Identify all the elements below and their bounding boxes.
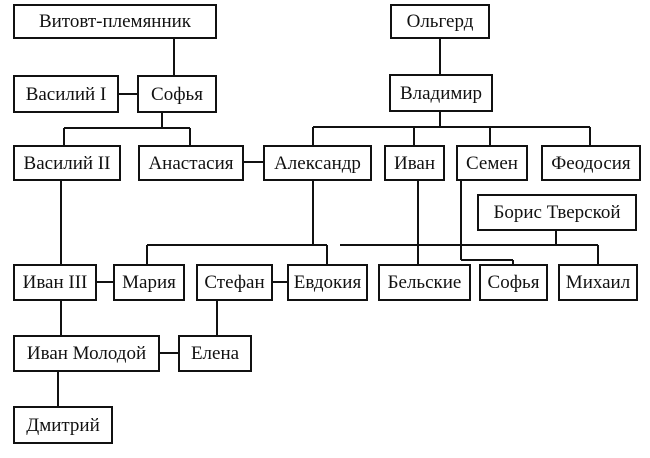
person-ivan-molodoy: Иван Молодой [13,335,160,372]
person-ivan-3: Иван III [13,264,97,301]
person-vladimir: Владимир [389,74,493,112]
person-vasily-1: Василий I [13,75,119,113]
person-ivan-son: Иван [384,145,445,181]
person-stefan: Стефан [196,264,273,301]
person-olgerd: Ольгерд [390,4,490,39]
person-boris-tverskoy: Борис Тверской [477,194,637,231]
person-elena: Елена [178,335,252,372]
person-sofya-daughter: Софья [479,264,548,301]
person-maria: Мария [113,264,185,301]
person-sofya-mother: Софья [137,75,217,113]
person-evdokia: Евдокия [287,264,368,301]
person-vasily-2: Василий II [13,145,121,181]
person-semen: Семен [456,145,528,181]
person-mikhail: Михаил [558,264,638,301]
person-alexander: Александр [263,145,372,181]
person-belskie: Бельские [378,264,471,301]
person-vitovt: Витовт-племянник [13,4,217,39]
person-anastasia: Анастасия [138,145,244,181]
person-feodosia: Феодосия [541,145,641,181]
person-dmitry: Дмитрий [13,406,113,444]
